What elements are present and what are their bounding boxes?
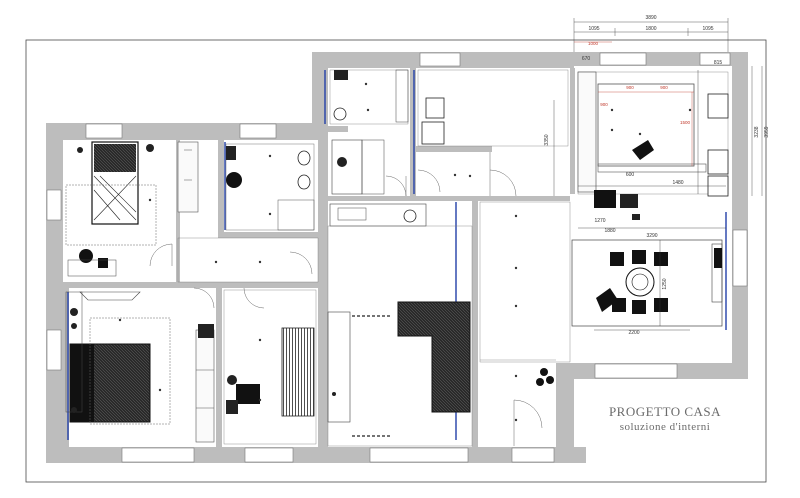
service-bathroom [329, 69, 409, 197]
master-bedroom [65, 291, 215, 443]
dim-dining-1250: 1250 [662, 278, 668, 289]
project-subtitle: soluzione d'interni [619, 421, 711, 433]
dim-right-3238: 3238 [754, 126, 760, 137]
dim-dining-2200: 2200 [628, 330, 639, 336]
corridor [177, 237, 319, 309]
dim-top-mid: 1800 [645, 26, 656, 32]
dim-kitchen-670: 670 [582, 56, 591, 62]
dim-small-600: 600 [626, 172, 635, 178]
armchair [79, 249, 108, 268]
bathroom-left [225, 143, 315, 231]
study [223, 289, 317, 445]
dim-under-1480: 1480 [672, 180, 683, 186]
project-title: PROGETTO CASA [608, 404, 722, 419]
dim-under-1880: 1880 [604, 228, 615, 234]
title-block: PROGETTO CASA soluzione d'interni [590, 404, 740, 433]
sheet-frame [25, 39, 767, 483]
utility [417, 69, 569, 197]
dim-red-inner-1: 900 [626, 85, 634, 90]
dim-red-vert: 1500 [680, 120, 691, 125]
ceiling-lights [106, 82, 692, 422]
dim-red-inner-2: 900 [660, 85, 668, 90]
dim-red-top: 1000 [588, 41, 599, 46]
glazing-lines [67, 70, 727, 440]
dim-top-total: 3890 [645, 15, 656, 21]
windows [46, 52, 748, 463]
plant [536, 368, 554, 386]
kitchen [577, 71, 729, 220]
sofa [397, 301, 471, 413]
laundry-strip [329, 203, 427, 227]
dim-corridor-3350: 3350 [544, 134, 550, 145]
dim-living-3290: 3290 [646, 233, 657, 239]
dim-right-3959: 3959 [764, 126, 770, 137]
dining-area [571, 239, 723, 327]
bedroom-top [65, 141, 199, 277]
dim-kitchen-815: 815 [714, 60, 723, 66]
dimension-lines [553, 18, 763, 331]
living-room [327, 225, 473, 447]
dim-red-inner-3: 900 [600, 102, 608, 107]
dim-under-1270: 1270 [594, 218, 605, 224]
dim-top-left: 1095 [588, 26, 599, 32]
dim-top-right: 1095 [702, 26, 713, 32]
wardrobe [177, 141, 199, 213]
hall-right [479, 201, 571, 446]
dining-table [625, 267, 655, 297]
